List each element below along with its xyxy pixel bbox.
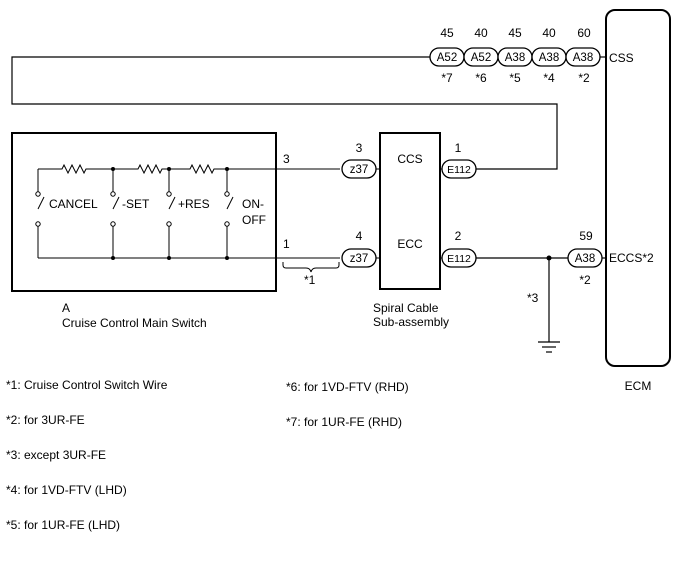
spiral-cable-ecc-label: ECC [397,237,423,251]
switch-label-off: OFF [242,213,266,227]
wire-note: *1 [304,273,316,287]
switch-cancel: CANCEL [35,169,98,258]
ecm-block [605,9,671,367]
wire-css [11,56,558,170]
ground-icon [538,341,560,353]
eccs-connector-note: *2 [579,273,591,287]
connector-pin-number: 60 [577,26,591,40]
top-connector-4: 40 A38 *4 [531,26,567,85]
spiral-cable-block [379,132,441,290]
connector-note: *2 [578,71,590,85]
switch-res: +RES [166,167,210,260]
eccs-connector-pin: 59 [579,229,593,243]
top-connector-5: 60 A38 *2 [565,26,601,85]
e112-bottom-code: E112 [447,253,471,265]
spiral-cable-name-1: Spiral Cable [373,301,439,315]
switch-label-res: +RES [178,197,210,211]
ground-note: *3 [527,291,539,305]
connector-code: A52 [471,52,491,64]
connector-code: A38 [539,52,559,64]
connector-note: *5 [509,71,521,85]
connector-note: *7 [441,71,453,85]
e112-top-pin: 1 [455,141,462,155]
footnote-5: *5: for 1UR-FE (LHD) [6,518,120,532]
spiral-cable-ccs-label: CCS [397,152,422,166]
switch-label-cancel: CANCEL [49,197,98,211]
main-switch-pin-bottom: 1 [283,237,290,251]
switch-label-on: ON- [242,197,264,211]
main-switch-pin-top: 3 [283,152,290,166]
e112-top-pill [441,159,477,179]
main-switch-internals: CANCEL -SET +RES [35,152,340,260]
top-connector-3: 45 A38 *5 [497,26,533,85]
top-connector-chain: 45 A52 *7 40 A52 *6 45 A38 *5 40 A38 *4 … [429,26,601,85]
top-connector-1: 45 A52 *7 [429,26,465,85]
footnote-6: *6: for 1VD-FTV (RHD) [286,380,409,394]
e112-top-code: E112 [447,164,471,176]
footnotes: *1: Cruise Control Switch Wire *2: for 3… [6,378,409,532]
connector-code: A38 [505,52,525,64]
top-connector-2: 40 A52 *6 [463,26,499,85]
connector-pill [565,47,601,67]
connector-pin-number: 45 [508,26,522,40]
ecm-label: ECM [625,379,652,393]
ecm-pin-css-label: CSS [609,51,634,65]
footnote-4: *4: for 1VD-FTV (LHD) [6,483,127,497]
e112-bottom-pin: 2 [455,229,462,243]
connector-note: *6 [475,71,487,85]
wire-brace [282,262,340,273]
z37-bottom-code: z37 [350,253,369,265]
connector-pin-number: 40 [542,26,556,40]
connector-pin-number: 45 [440,26,454,40]
footnote-2: *2: for 3UR-FE [6,413,85,427]
z37-bottom-pin: 4 [356,229,363,243]
z37-top-pin: 3 [356,141,363,155]
switch-on-off: ON- OFF [224,167,266,260]
footnote-3: *3: except 3UR-FE [6,448,106,462]
footnote-7: *7: for 1UR-FE (RHD) [286,415,402,429]
eccs-connector-code: A38 [575,253,595,265]
connector-code: A38 [573,52,593,64]
switch-set: -SET [110,167,150,260]
main-switch-block [11,132,277,292]
main-switch-id: A [62,301,70,315]
switch-label-set: -SET [122,197,150,211]
connector-code: A52 [437,52,457,64]
ecm-pin-eccs-label: ECCS*2 [609,251,654,265]
footnote-1: *1: Cruise Control Switch Wire [6,378,168,392]
switch-top-rail [38,163,340,175]
main-switch-name: Cruise Control Main Switch [62,316,207,330]
connector-pin-number: 40 [474,26,488,40]
connector-note: *4 [543,71,555,85]
spiral-cable-name-2: Sub-assembly [373,315,449,329]
z37-top-code: z37 [350,164,369,176]
